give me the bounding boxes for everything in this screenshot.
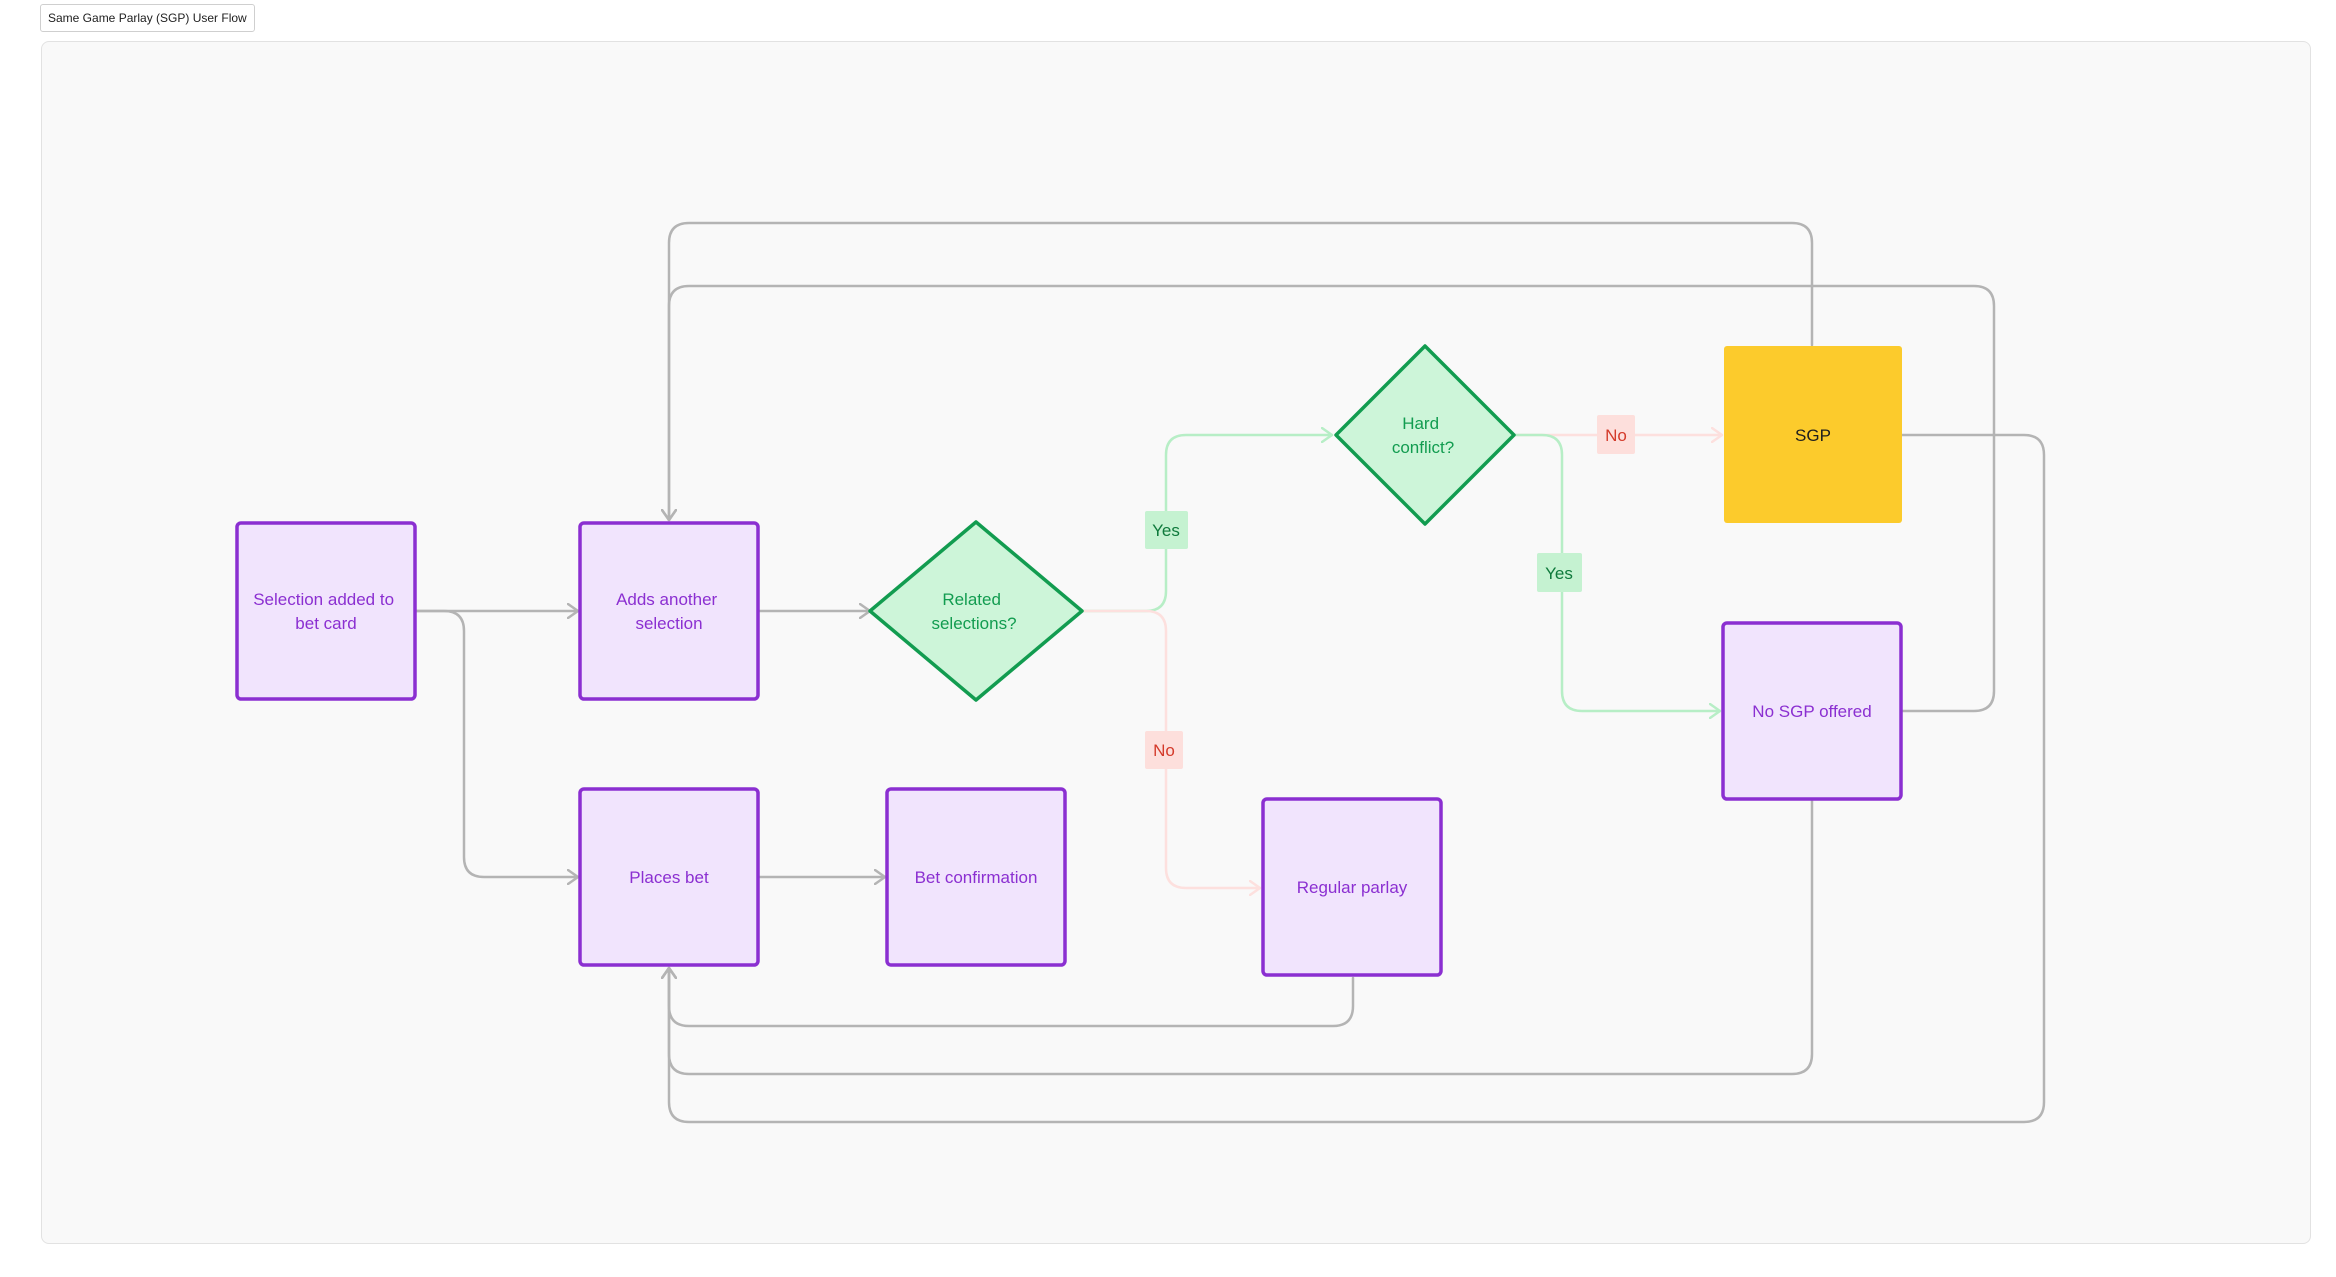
node-places-bet[interactable]: Places bet (578, 787, 760, 967)
node-sgp-label: SGP (1795, 426, 1831, 445)
node-adds-another-line-2: selection (635, 614, 702, 633)
node-no-sgp-label: No SGP offered (1752, 702, 1871, 721)
decision-related-selections[interactable]: Related selections? (868, 520, 1084, 702)
decision-hard-conflict-line-1: Hard (1402, 414, 1439, 433)
tag-conflict-no-text: No (1605, 426, 1627, 445)
node-adds-another-selection[interactable]: Adds another selection (578, 521, 760, 701)
tag-related-yes-text: Yes (1152, 521, 1180, 540)
node-places-bet-label: Places bet (629, 868, 709, 887)
svg-text:Related selections?: Related selections? (931, 590, 1016, 633)
node-adds-another-line-1: Adds another (616, 590, 717, 609)
frame-title[interactable]: Same Game Parlay (SGP) User Flow (40, 4, 255, 32)
connector-sgp-loop-to-adds (669, 221, 1814, 522)
node-bet-confirmation-label: Bet confirmation (915, 868, 1038, 887)
tag-conflict-yes: Yes (1537, 553, 1582, 592)
tag-related-no-text: No (1153, 741, 1175, 760)
svg-text:Selection added to bet c: Selection added to bet card (253, 590, 399, 633)
node-selection-added[interactable]: Selection added to bet card (235, 521, 417, 701)
svg-text:Adds another selection: Adds another selection (616, 590, 722, 633)
connector-sgp-to-places (669, 433, 2046, 1124)
node-bet-confirmation[interactable]: Bet confirmation (885, 787, 1067, 967)
decision-related-line-2: selections? (931, 614, 1016, 633)
svg-text:SGP: SGP (1795, 426, 1831, 445)
tag-conflict-no: No (1597, 415, 1635, 454)
tag-conflict-yes-text: Yes (1545, 564, 1573, 583)
tag-related-no: No (1145, 731, 1183, 769)
tag-related-yes: Yes (1145, 511, 1188, 549)
svg-text:Regular parlay: Regular parlay (1297, 878, 1408, 897)
node-no-sgp-offered[interactable]: No SGP offered (1721, 621, 1903, 801)
diagram-canvas (41, 41, 2311, 1244)
connector-regular-to-places (669, 966, 1355, 1028)
connector-nosgp-to-places (669, 799, 1814, 1076)
decision-hard-conflict[interactable]: Hard conflict? (1334, 344, 1516, 526)
connector-selection-to-places (414, 609, 580, 877)
node-selection-added-line-1: Selection added to (253, 590, 394, 609)
svg-text:Bet confirmation: Bet confirmation (915, 868, 1038, 887)
svg-text:Hard conflict?: Hard conflict? (1392, 414, 1454, 457)
connector-nosgp-loop-to-adds (669, 284, 1996, 713)
node-regular-parlay-label: Regular parlay (1297, 878, 1408, 897)
node-regular-parlay[interactable]: Regular parlay (1261, 797, 1443, 977)
svg-text:Places bet: Places bet (629, 868, 709, 887)
node-selection-added-line-2: bet card (295, 614, 356, 633)
decision-related-line-1: Related (942, 590, 1001, 609)
svg-text:No SGP offered: No SGP offered (1752, 702, 1871, 721)
connector-related-yes (1078, 435, 1334, 613)
node-sgp[interactable]: SGP (1724, 346, 1902, 523)
decision-hard-conflict-line-2: conflict? (1392, 438, 1454, 457)
